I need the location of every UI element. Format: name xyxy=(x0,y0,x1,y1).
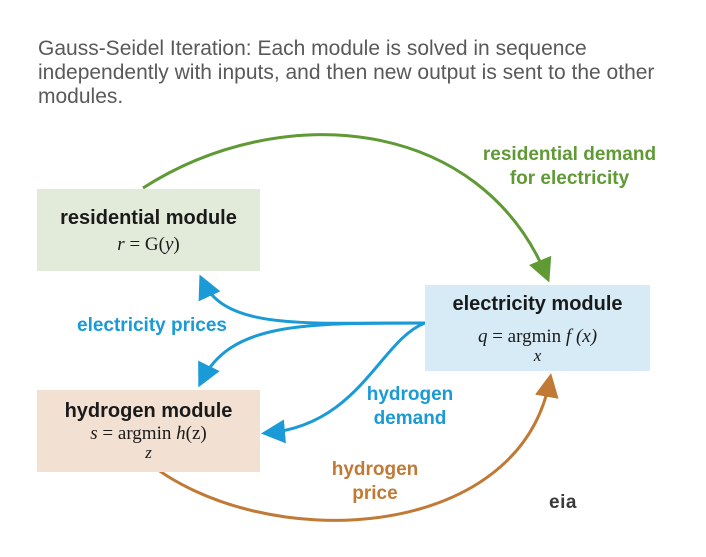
hydrogen-module-name: hydrogen module xyxy=(64,400,233,422)
residential-module-box: residential module r = G(y) xyxy=(37,189,260,271)
hydrogen-module-box: hydrogen module s = argmin h(z) z xyxy=(37,390,260,472)
residential-demand-label: residential demand for electricity xyxy=(482,144,657,189)
residential-module-name: residential module xyxy=(60,207,237,229)
hydrogen-price-label: hydrogen price xyxy=(331,459,419,504)
electricity-module-name: electricity module xyxy=(452,293,623,315)
residential-demand-arrow xyxy=(142,133,552,283)
electricity-module-box: electricity module q = argmin f (x) x xyxy=(425,285,650,371)
page-title: Gauss-Seidel Iteration: Each module is s… xyxy=(38,37,655,108)
hydrogen-price-arrow xyxy=(144,373,559,522)
residential-module-equation: r = G(y) xyxy=(117,234,180,255)
eia-logo: eia xyxy=(549,492,577,513)
electricity-module-equation: q = argmin f (x) xyxy=(477,326,598,347)
hydrogen-demand-label: hydrogen demand xyxy=(366,384,454,429)
electricity-prices-label: electricity prices xyxy=(77,315,227,336)
hydrogen-module-subscript: z xyxy=(145,443,152,462)
hydrogen-module-equation: s = argmin h(z) xyxy=(90,423,207,444)
hydrogen-demand-arrow xyxy=(261,321,426,444)
electricity-prices-arrow-down xyxy=(198,321,426,388)
electricity-module-subscript: x xyxy=(533,346,542,365)
